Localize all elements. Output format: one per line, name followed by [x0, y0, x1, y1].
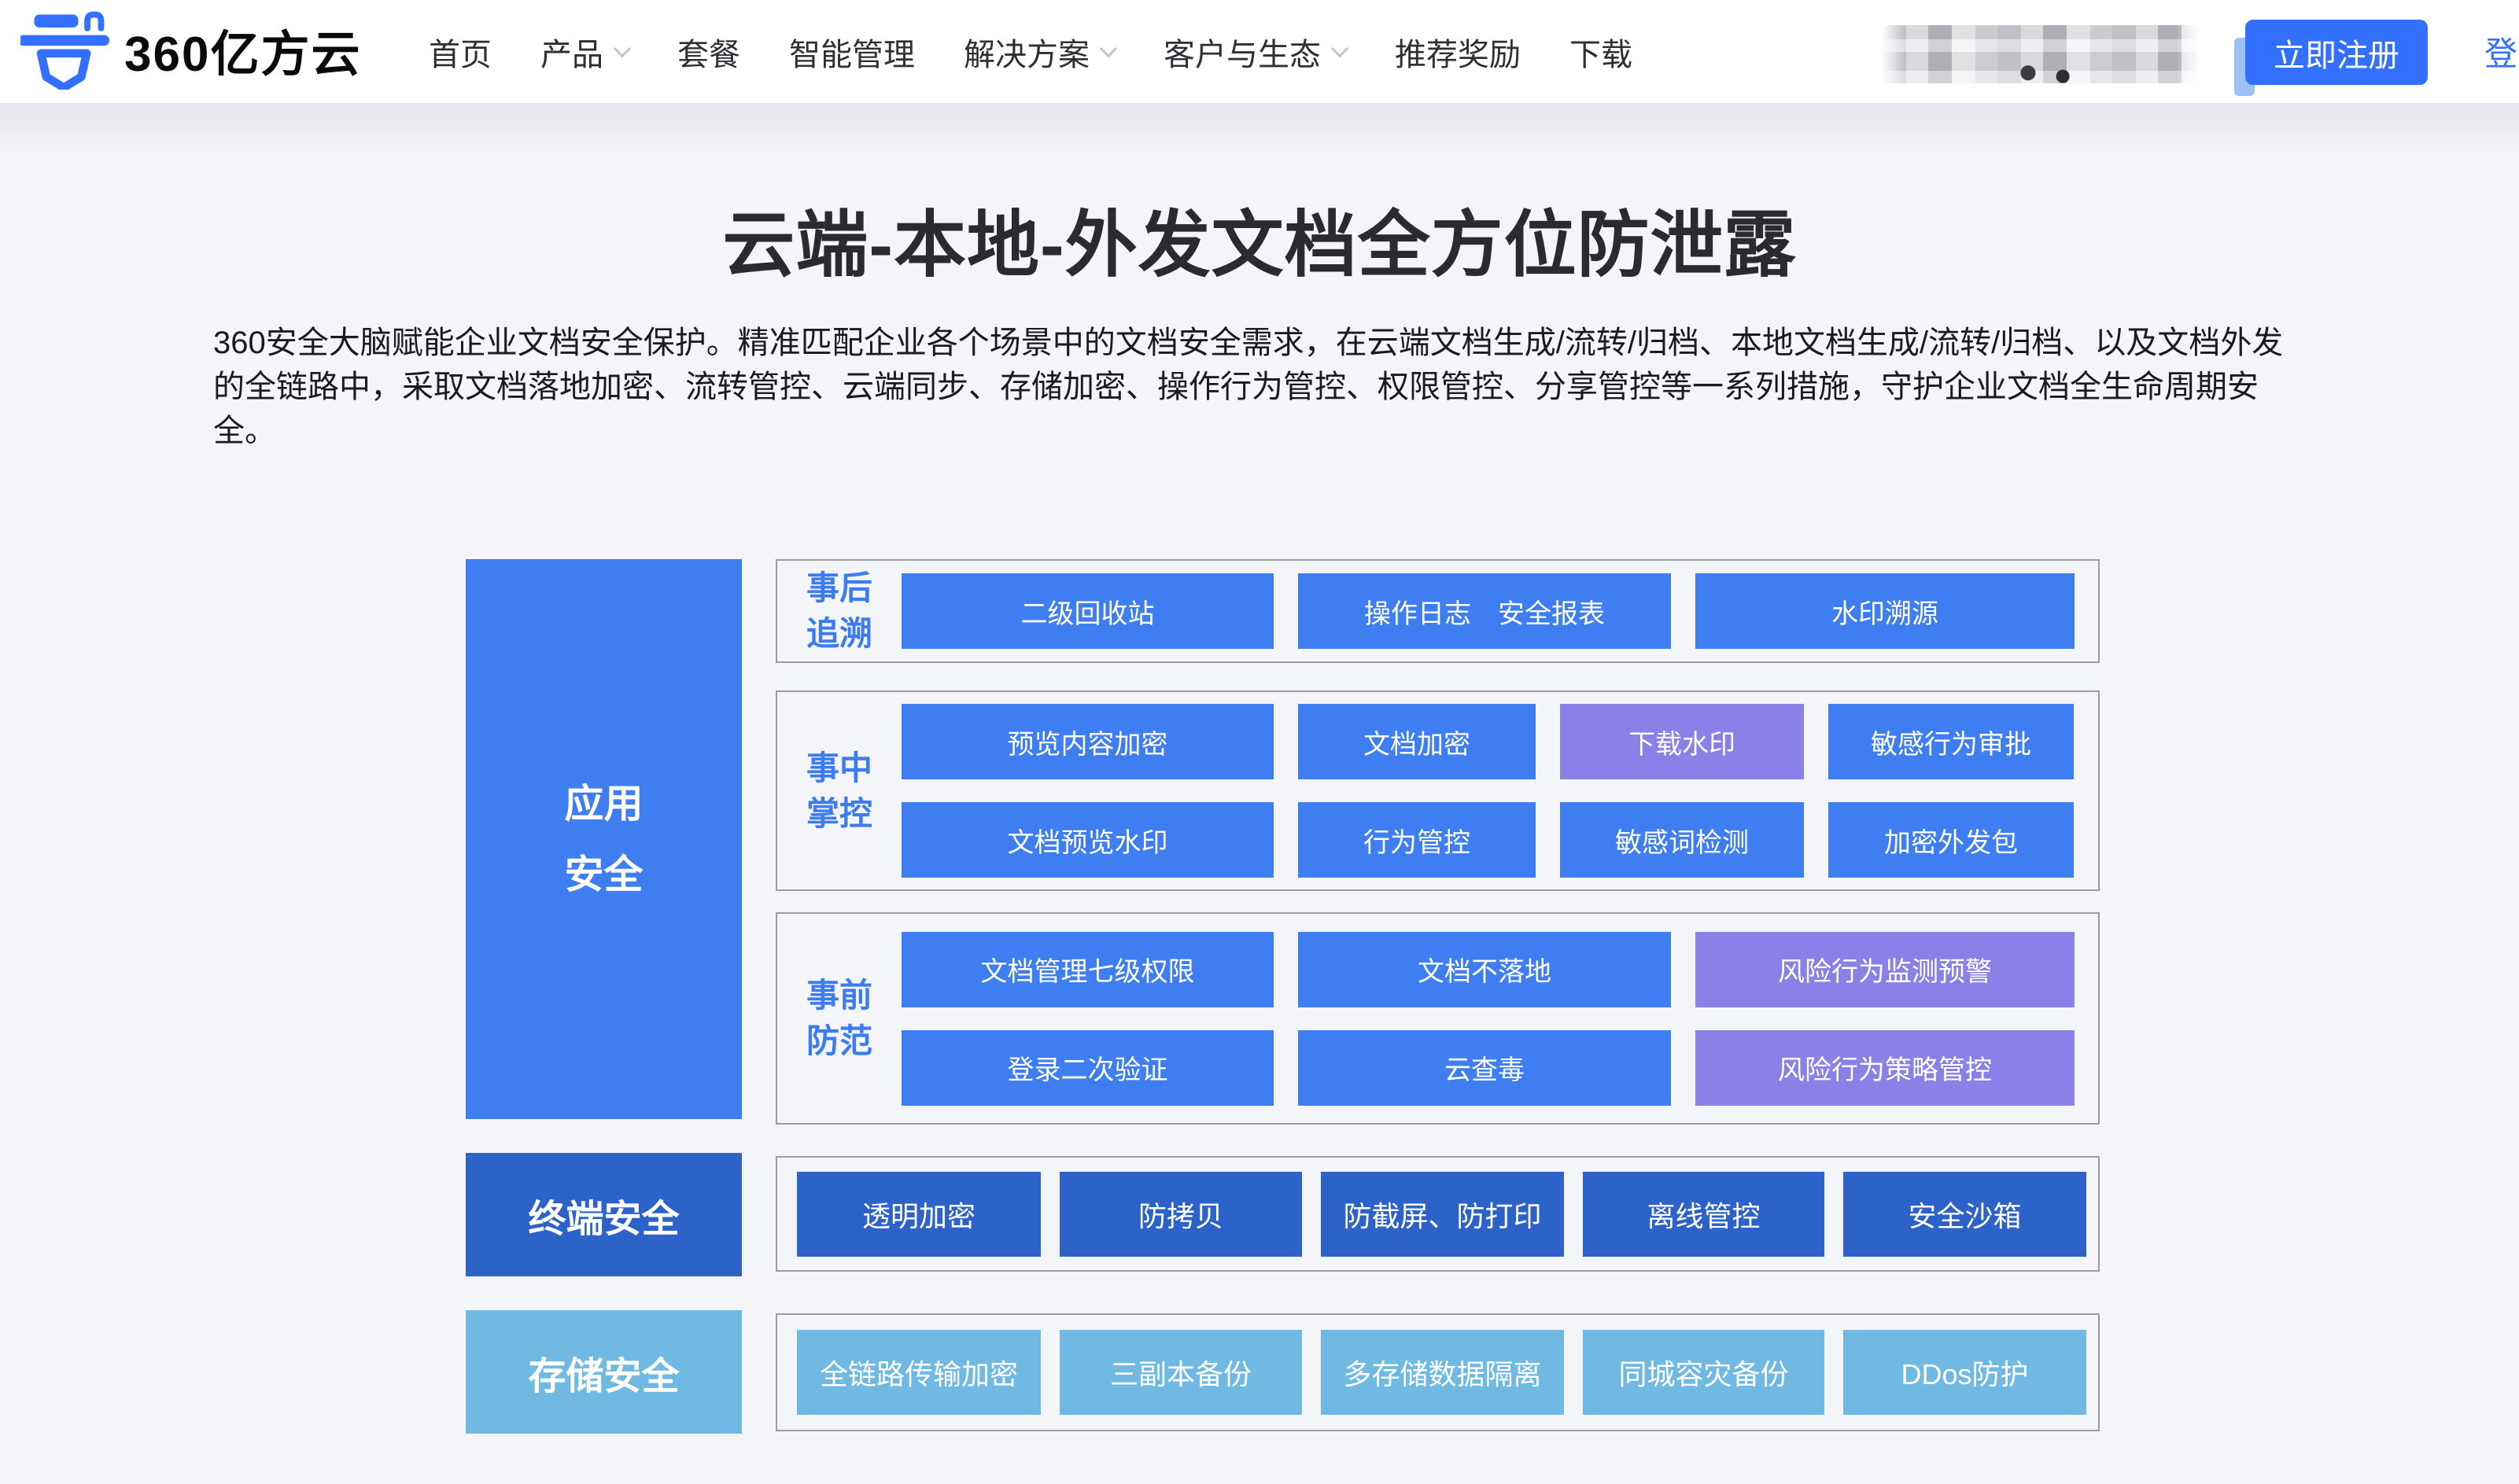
feature-box: 登录二次验证 — [902, 1029, 1274, 1106]
feature-box: 云查毒 — [1298, 1029, 1671, 1106]
nav-item[interactable]: 首页 — [429, 29, 492, 75]
feature-box: 敏感行为审批 — [1828, 704, 2074, 779]
chevron-down-icon — [613, 39, 632, 57]
feature-box: 文档预览水印 — [902, 802, 1274, 878]
box-row: 文档预览水印行为管控敏感词检测加密外发包 — [902, 802, 2098, 878]
group-content: 预览内容加密文档加密下载水印敏感行为审批文档预览水印行为管控敏感词检测加密外发包 — [902, 692, 2098, 889]
security-architecture-diagram: 应用安全 事后追溯 二级回收站操作日志 安全报表水印溯源 事中掌控 预览内容加密… — [466, 559, 2102, 1436]
nav-item[interactable]: 产品 — [540, 29, 632, 75]
label-line: 应用 — [564, 782, 644, 826]
group-label: 事前防范 — [777, 914, 902, 1123]
label-line: 事后 — [806, 569, 872, 606]
feature-box: 水印溯源 — [1695, 573, 2075, 649]
feature-box: 行为管控 — [1298, 802, 1536, 878]
hero-description: 360安全大脑赋能企业文档安全保护。精准匹配企业各个场景中的文档安全需求，在云端… — [213, 326, 2284, 448]
nav-item-label: 智能管理 — [789, 37, 915, 72]
nav-item[interactable]: 智能管理 — [789, 29, 915, 75]
feature-box: 防截屏、防打印 — [1321, 1171, 1564, 1257]
feature-box: 文档管理七级权限 — [902, 931, 1274, 1007]
label-line: 掌控 — [806, 794, 872, 832]
label-line: 事前 — [806, 977, 872, 1014]
label-line: 安全 — [564, 852, 644, 897]
hero-gradient — [0, 103, 2519, 155]
nav-menu: 首页 产品 套餐 智能管理 解决方案 客户与生态 推荐奖励 下载 — [429, 0, 1632, 103]
feature-box: 离线管控 — [1583, 1171, 1824, 1257]
label-line: 追溯 — [806, 615, 872, 652]
nav-item-label: 解决方案 — [964, 37, 1090, 72]
nav-item-label: 套餐 — [677, 37, 740, 72]
nav-item-label: 产品 — [540, 37, 603, 72]
feature-box: 全链路传输加密 — [797, 1330, 1041, 1415]
nav-item-label: 首页 — [429, 37, 492, 72]
feature-box: 同城容灾备份 — [1583, 1330, 1824, 1415]
feature-box: 防拷贝 — [1060, 1171, 1302, 1257]
group-after-incident-tracing: 事后追溯 二级回收站操作日志 安全报表水印溯源 — [776, 559, 2100, 663]
nav-item-label: 客户与生态 — [1164, 37, 1321, 72]
feature-box: 风险行为监测预警 — [1695, 931, 2075, 1007]
box-row: 文档管理七级权限文档不落地风险行为监测预警 — [902, 931, 2098, 1007]
box-row: 预览内容加密文档加密下载水印敏感行为审批 — [902, 704, 2098, 779]
chevron-down-icon — [1330, 39, 1349, 57]
blurred-phone-number — [1883, 25, 2199, 83]
chevron-down-icon — [1099, 39, 1118, 57]
logo-text: 360亿方云 — [124, 28, 362, 82]
logo-shield-icon — [20, 11, 110, 90]
nav-item[interactable]: 解决方案 — [964, 29, 1118, 75]
page-title: 云端-本地-外发文档全方位防泄露 — [722, 205, 1797, 285]
feature-box: 文档加密 — [1298, 704, 1536, 779]
group-content: 文档管理七级权限文档不落地风险行为监测预警登录二次验证云查毒风险行为策略管控 — [902, 914, 2098, 1123]
box-row: 二级回收站操作日志 安全报表水印溯源 — [902, 573, 2098, 649]
feature-box: 透明加密 — [797, 1171, 1041, 1257]
logo[interactable]: 360亿方云 — [20, 9, 361, 90]
feature-box: 安全沙箱 — [1843, 1171, 2086, 1257]
feature-box: 预览内容加密 — [902, 704, 1274, 779]
nav-item[interactable]: 推荐奖励 — [1395, 29, 1521, 75]
label-line: 存储安全 — [528, 1355, 680, 1397]
group-label: 事后追溯 — [777, 561, 902, 661]
feature-box: 风险行为策略管控 — [1695, 1029, 2075, 1106]
group-in-process-control: 事中掌控 预览内容加密文档加密下载水印敏感行为审批文档预览水印行为管控敏感词检测… — [776, 690, 2100, 891]
terminal-security-row: 透明加密防拷贝防截屏、防打印离线管控安全沙箱 — [776, 1156, 2100, 1272]
nav-item-label: 下载 — [1569, 37, 1632, 72]
register-button[interactable]: 立即注册 — [2245, 20, 2428, 85]
feature-box: 多存储数据隔离 — [1321, 1330, 1564, 1415]
label-line: 事中 — [806, 749, 872, 786]
feature-box: 加密外发包 — [1828, 802, 2074, 878]
login-link[interactable]: 登录 — [2484, 35, 2519, 72]
nav-item[interactable]: 套餐 — [677, 29, 740, 75]
label-line: 终端安全 — [528, 1198, 680, 1240]
feature-box: 下载水印 — [1560, 704, 1804, 779]
nav-item[interactable]: 客户与生态 — [1164, 29, 1349, 75]
group-content: 二级回收站操作日志 安全报表水印溯源 — [902, 561, 2098, 661]
feature-box: 敏感词检测 — [1560, 802, 1804, 878]
box-row: 登录二次验证云查毒风险行为策略管控 — [902, 1029, 2098, 1106]
label-line: 防范 — [806, 1022, 872, 1059]
category-application-security: 应用安全 — [466, 559, 742, 1119]
feature-box: 二级回收站 — [902, 573, 1274, 649]
feature-box: 操作日志 安全报表 — [1298, 573, 1671, 649]
nav-item[interactable]: 下载 — [1569, 29, 1632, 75]
feature-box: DDos防护 — [1843, 1330, 2086, 1415]
feature-box: 文档不落地 — [1298, 931, 1671, 1007]
feature-box: 三副本备份 — [1060, 1330, 1302, 1415]
group-label: 事中掌控 — [777, 692, 902, 889]
group-advance-prevention: 事前防范 文档管理七级权限文档不落地风险行为监测预警登录二次验证云查毒风险行为策… — [776, 912, 2100, 1125]
category-terminal-security: 终端安全 — [466, 1153, 742, 1276]
navbar: 360亿方云 首页 产品 套餐 智能管理 解决方案 客户与生态 推荐奖励 下载 立即注册 登录 — [0, 0, 2519, 103]
category-storage-security: 存储安全 — [466, 1310, 742, 1434]
nav-item-label: 推荐奖励 — [1395, 37, 1521, 72]
